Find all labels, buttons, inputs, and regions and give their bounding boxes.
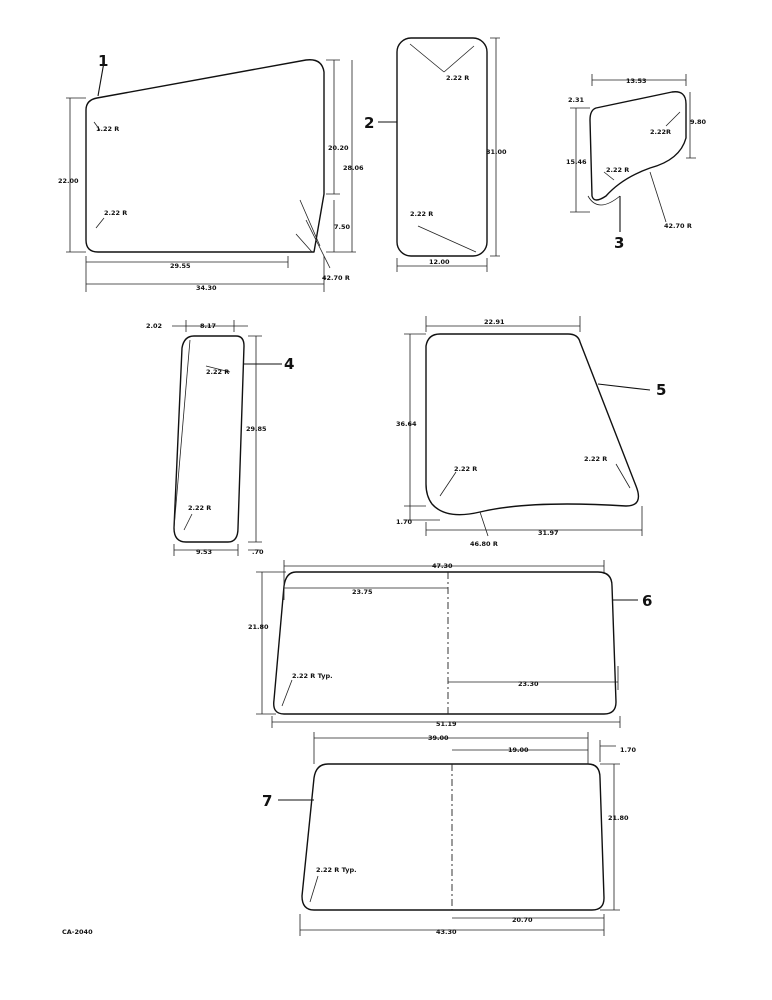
part-4-dim-height: 29.85 xyxy=(246,425,267,433)
part-6-dim-half-bottom: 23.30 xyxy=(518,680,539,688)
part-7-radius: 2.22 R Typ. xyxy=(316,866,357,874)
part-3-dim-left-top: 2.31 xyxy=(568,96,585,104)
part-7: 7 39.00 19.00 1.70 21.80 20.70 43.30 2.2… xyxy=(262,732,637,936)
part-2-radius-top: 2.22 R xyxy=(446,74,469,82)
part-4-dim-top: 8.17 xyxy=(200,322,216,330)
part-3: 3 13.53 2.31 9.80 15.46 2.22R 2.22 R 42.… xyxy=(566,74,707,252)
part-3-radius-lower: 2.22 R xyxy=(606,166,629,174)
part-4-dim-bottom-offset: .70 xyxy=(252,548,264,556)
part-1-dim-right-upper: 20.20 xyxy=(328,144,349,152)
part-3-radius-upper: 2.22R xyxy=(650,128,671,136)
part-7-dim-offset: 1.70 xyxy=(620,746,637,754)
part-6-dim-height: 21.80 xyxy=(248,623,269,631)
part-6-outline xyxy=(273,571,617,715)
part-2: 2 31.00 12.00 2.22 R 2.22 R xyxy=(364,37,507,272)
part-7-dim-half-bottom: 20.70 xyxy=(512,916,533,924)
part-3-dim-right: 9.80 xyxy=(690,118,707,126)
part-5-dim-height: 36.64 xyxy=(396,420,417,428)
part-7-dim-height: 21.80 xyxy=(608,814,629,822)
part-6-radius: 2.22 R Typ. xyxy=(292,672,333,680)
part-5-radius-curve: 46.80 R xyxy=(470,540,498,548)
part-6-dim-top: 47.30 xyxy=(432,562,453,570)
part-5-radius-left: 2.22 R xyxy=(454,465,477,473)
part-4-dim-left-offset: 2.02 xyxy=(146,322,162,330)
part-7-dim-bottom: 43.30 xyxy=(436,928,457,936)
part-5-dim-top: 22.91 xyxy=(484,318,505,326)
part-2-dim-height: 31.00 xyxy=(486,148,507,156)
part-5-callout: 5 xyxy=(656,381,666,399)
part-5-radius-right: 2.22 R xyxy=(584,455,607,463)
part-6-dim-bottom: 51.19 xyxy=(436,720,457,728)
part-6-callout: 6 xyxy=(642,592,652,610)
part-1-dim-bottom-inner: 29.55 xyxy=(170,262,191,270)
part-3-radius-curve: 42.70 R xyxy=(664,222,692,230)
drawing-code: CA-2040 xyxy=(62,928,93,936)
part-2-radius-bottom: 2.22 R xyxy=(410,210,433,218)
part-5: 5 22.91 36.64 1.70 31.97 2.22 R 2.22 R 4… xyxy=(396,316,666,548)
part-4: 4 2.02 8.17 29.85 9.53 .70 2.22 R 2.22 R xyxy=(146,320,294,556)
part-1-dim-right-total: 28.06 xyxy=(343,164,364,172)
part-6: 6 47.30 23.75 21.80 23.30 51.19 2.22 R T… xyxy=(248,560,652,728)
part-4-dim-bottom: 9.53 xyxy=(196,548,212,556)
part-7-callout: 7 xyxy=(262,792,272,810)
part-2-dim-width: 12.00 xyxy=(429,258,450,266)
part-1: 1 22.00 20.20 28.06 7.50 29.55 34.30 1.2… xyxy=(58,52,364,292)
part-4-callout: 4 xyxy=(284,355,294,373)
part-7-outline xyxy=(301,763,605,911)
part-7-dim-half-top: 19.00 xyxy=(508,746,529,754)
part-3-dim-top: 13.53 xyxy=(626,77,647,85)
part-1-radius-curve: 42.70 R xyxy=(322,274,350,282)
part-2-outline xyxy=(396,37,488,257)
part-3-callout: 3 xyxy=(614,234,624,252)
part-3-dim-left: 15.46 xyxy=(566,158,587,166)
part-5-dim-bottom: 31.97 xyxy=(538,529,559,537)
part-1-radius-bottom: 2.22 R xyxy=(104,209,127,217)
part-1-radius-top: 1.22 R xyxy=(96,125,119,133)
part-4-radius-bottom: 2.22 R xyxy=(188,504,211,512)
part-1-dim-bottom-overall: 34.30 xyxy=(196,284,217,292)
part-2-callout: 2 xyxy=(364,114,374,132)
part-5-dim-offset: 1.70 xyxy=(396,518,413,526)
part-6-dim-half-top: 23.75 xyxy=(352,588,373,596)
part-4-radius-top: 2.22 R xyxy=(206,368,229,376)
part-5-outline xyxy=(425,333,640,516)
part-3-outline xyxy=(589,91,687,201)
part-7-dim-top: 39.00 xyxy=(428,734,449,742)
part-4-outline xyxy=(173,335,245,543)
part-1-callout: 1 xyxy=(98,52,108,70)
part-1-dim-height: 22.00 xyxy=(58,177,79,185)
part-1-outline xyxy=(85,59,325,253)
part-1-dim-right-lower: 7.50 xyxy=(334,223,351,231)
